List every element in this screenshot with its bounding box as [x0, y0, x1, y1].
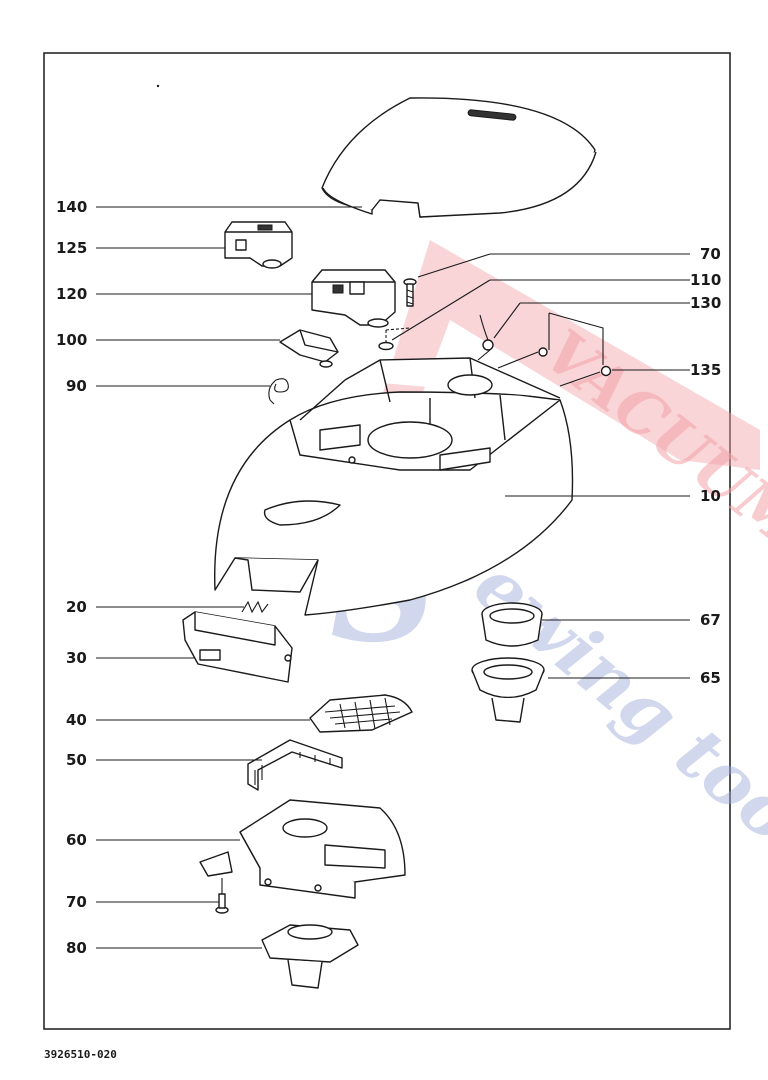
callout-67: 67 [700, 611, 721, 629]
callout-110: 110 [690, 271, 721, 289]
callout-30: 30 [66, 649, 87, 667]
part-65-holder[interactable] [471, 657, 545, 723]
callout-labels: 140 125 120 100 90 70 110 130 135 10 20 … [56, 198, 721, 957]
part-20-spring[interactable] [241, 600, 269, 614]
callout-100: 100 [56, 331, 87, 349]
callout-10: 10 [700, 487, 721, 505]
part-50-seal[interactable] [247, 739, 343, 791]
leader-lines [96, 206, 690, 949]
part-130-spring-clip[interactable] [477, 312, 604, 369]
part-110-washer[interactable] [378, 327, 411, 351]
drawing-number: 3926510-020 [44, 1048, 117, 1061]
callout-120: 120 [56, 285, 87, 303]
part-60-base[interactable] [199, 799, 406, 899]
part-30[interactable] [182, 611, 293, 683]
callout-130: 130 [690, 294, 721, 312]
drawing-border [43, 52, 731, 1030]
part-120[interactable] [311, 269, 396, 328]
stray-dot [156, 84, 160, 88]
callout-80: 80 [66, 939, 87, 957]
part-100[interactable] [279, 329, 339, 368]
part-135[interactable] [559, 365, 612, 387]
callout-90: 90 [66, 377, 87, 395]
callout-70-top: 70 [700, 245, 721, 263]
part-125[interactable] [224, 221, 293, 269]
part-140-lid[interactable] [321, 97, 597, 218]
callout-65: 65 [700, 669, 721, 687]
callout-125: 125 [56, 239, 87, 257]
callout-20: 20 [66, 598, 87, 616]
callout-135: 135 [690, 361, 721, 379]
callout-40: 40 [66, 711, 87, 729]
callout-70-bottom: 70 [66, 893, 87, 911]
watermark-red-chevron [350, 240, 760, 520]
callout-50: 50 [66, 751, 87, 769]
callout-60: 60 [66, 831, 87, 849]
callout-140: 140 [56, 198, 87, 216]
part-70-screw-bottom[interactable] [215, 878, 229, 914]
part-10-housing[interactable] [214, 357, 574, 616]
part-90-spring[interactable] [268, 378, 289, 405]
part-70-screw-top[interactable] [403, 278, 417, 307]
part-40-filter-grid[interactable] [309, 694, 413, 733]
part-80-outlet[interactable] [261, 924, 359, 989]
part-67-ring[interactable] [481, 602, 543, 647]
